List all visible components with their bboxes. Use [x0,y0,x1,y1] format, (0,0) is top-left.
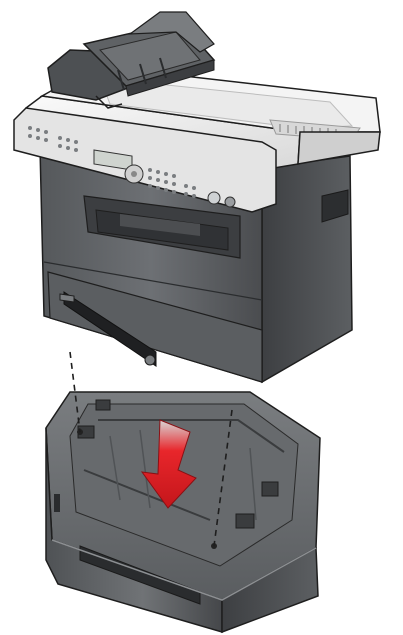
optional-tray [46,392,320,632]
printer [14,12,380,382]
